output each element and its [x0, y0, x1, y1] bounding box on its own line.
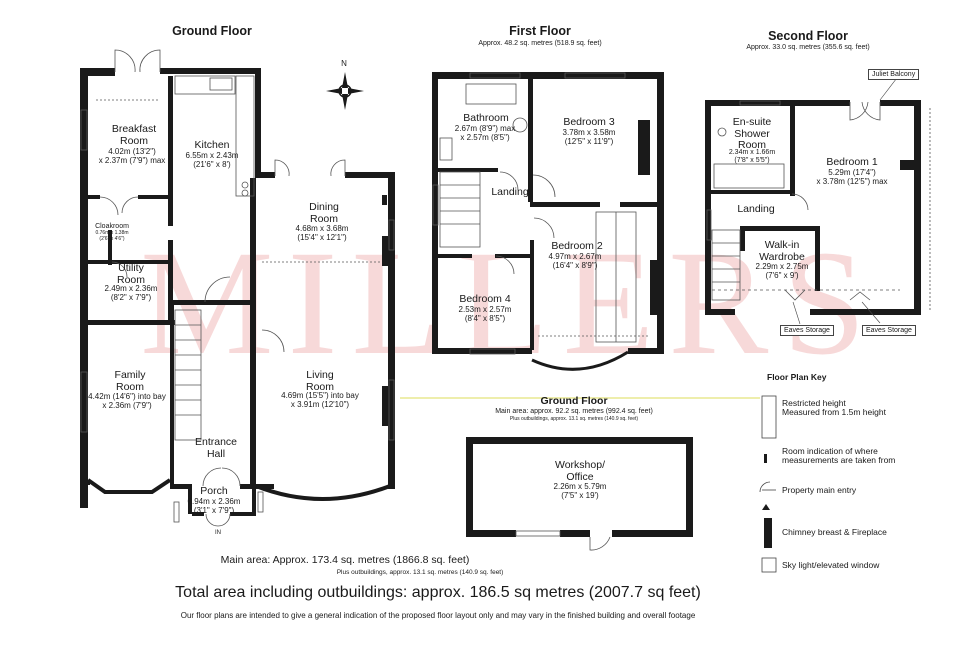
- room-dims: 0.94m x 2.36m (3'1" x 7'9"): [187, 497, 241, 515]
- key-item: Sky light/elevated window: [782, 560, 880, 570]
- room-dims: 4.69m (15'5") into bay x 3.91m (12'10"): [281, 391, 359, 409]
- room-dims: 3.78m x 3.58m (12'5" x 11'9"): [562, 128, 616, 146]
- room-dims: 6.55m x 2.43m (21'6" x 8'): [185, 151, 239, 169]
- room-dims: 2.67m (8'9") max x 2.57m (8'5"): [454, 124, 516, 142]
- room-dims: 4.68m x 3.68m (15'4" x 12'1"): [295, 224, 349, 242]
- room-name: Walk-in Wardrobe: [759, 239, 805, 263]
- ground-summary-main-area: Main area: approx. 92.2 sq. metres (992.…: [495, 408, 653, 415]
- ground-main-area: Main area: Approx. 173.4 sq. metres (186…: [220, 554, 470, 566]
- second-floor-area: Approx. 33.0 sq. metres (355.6 sq. feet): [746, 44, 870, 51]
- room-dims: 2.49m x 2.36m (8'2" x 7'9"): [104, 284, 158, 302]
- room-name: Workshop/ Office: [555, 459, 605, 483]
- room-dims: 4.42m (14'6") into bay x 2.36m (7'9"): [88, 392, 166, 410]
- room-name: Bedroom 1: [826, 156, 878, 168]
- compass-north-label: N: [341, 59, 347, 68]
- second-floor-title: Second Floor: [768, 29, 848, 43]
- room-name: Porch: [200, 485, 228, 497]
- room-dims: 2.26m x 5.79m (7'5" x 19'): [553, 482, 607, 500]
- room-dims: 2.29m x 2.75m (7'6" x 9'): [755, 262, 809, 280]
- room-name: Bedroom 4: [459, 293, 511, 305]
- room-name: Landing: [737, 203, 775, 215]
- room-dims: 0.76m x 1.38m (2'6" x 4'6"): [95, 230, 129, 242]
- juliet-balcony-label: Juliet Balcony: [868, 69, 920, 80]
- eaves-storage-label: Eaves Storage: [862, 325, 916, 336]
- room-name: Bedroom 2: [551, 240, 603, 252]
- first-floor-title: First Floor: [509, 24, 571, 38]
- room-name: Family Room: [114, 369, 146, 393]
- ground-floor-title: Ground Floor: [172, 24, 252, 38]
- room-name: Cloakroom: [95, 223, 129, 230]
- key-item: Property main entry: [782, 485, 857, 495]
- room-name: Bedroom 3: [563, 116, 615, 128]
- room-name: Landing: [491, 186, 529, 198]
- room-name: Utility Room: [116, 262, 146, 286]
- room-name: Dining Room: [309, 201, 339, 225]
- room-name: Kitchen: [194, 139, 230, 151]
- room-dims: 5.29m (17'4") x 3.78m (12'5") max: [816, 168, 888, 186]
- ground-outbuildings: Plus outbuildings, approx. 13.1 sq. metr…: [336, 569, 504, 576]
- key-title: Floor Plan Key: [767, 372, 827, 382]
- entry-label: IN: [215, 530, 221, 536]
- room-dims: 2.53m x 2.57m (8'4" x 8'5"): [458, 305, 512, 323]
- key-item: Restricted height Measured from 1.5m hei…: [782, 398, 886, 418]
- total-area: Total area including outbuildings: appro…: [175, 584, 701, 601]
- ground-summary-title: Ground Floor: [540, 395, 608, 407]
- room-name: Entrance Hall: [194, 436, 238, 460]
- disclaimer: Our floor plans are intended to give a g…: [180, 611, 696, 620]
- key-item: Chimney breast & Fireplace: [782, 527, 887, 537]
- room-name: Breakfast Room: [111, 123, 157, 147]
- compass-rose: [326, 72, 364, 110]
- room-dims: 2.34m x 1.66m (7'8" x 5'5"): [728, 149, 776, 164]
- eaves-storage-label: Eaves Storage: [780, 325, 834, 336]
- room-name: Bathroom: [463, 112, 509, 124]
- room-dims: 4.02m (13'2") x 2.37m (7'9") max: [98, 147, 166, 165]
- room-dims: 4.97m x 2.67m (16'4" x 8'9"): [548, 252, 602, 270]
- key-item: Room indication of where measurements ar…: [782, 446, 896, 466]
- room-name: En-suite Shower Room: [732, 116, 772, 152]
- first-floor-area: Approx. 48.2 sq. metres (518.9 sq. feet): [478, 40, 602, 47]
- ground-summary-outbuildings: Plus outbuildings, approx. 13.1 sq. metr…: [509, 416, 639, 422]
- room-name: Living Room: [305, 369, 335, 393]
